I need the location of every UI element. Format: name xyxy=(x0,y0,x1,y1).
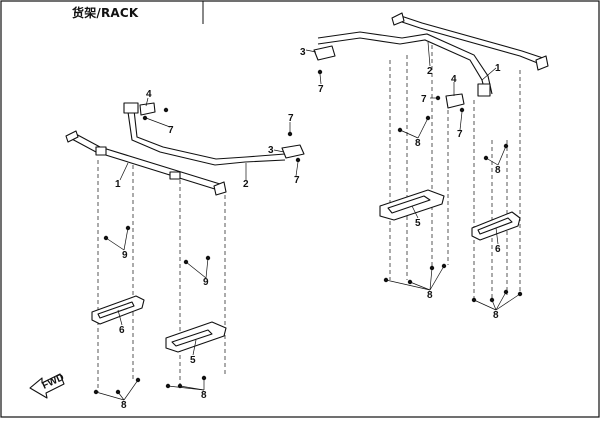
left-nuts-9 xyxy=(103,225,211,265)
fwd-arrow-icon: FWD xyxy=(29,372,66,399)
callout-labels: 1 2 4 7 3 7 7 9 9 6 5 8 8 1 2 3 7 4 7 7 … xyxy=(115,47,501,411)
callout-left-support-6: 6 xyxy=(119,325,125,336)
callout-left-clamp-3: 3 xyxy=(268,145,274,156)
callout-left-rail-1: 1 xyxy=(115,179,121,190)
callout-right-nut-8b: 8 xyxy=(495,165,501,176)
callout-right-rail-2: 2 xyxy=(427,66,433,77)
left-rail-1 xyxy=(65,130,227,196)
right-bracket-4 xyxy=(435,93,465,113)
left-bolts-8 xyxy=(93,375,207,395)
callout-left-clamp-bolt-7: 7 xyxy=(288,113,294,124)
callout-left-bracket-4: 4 xyxy=(146,89,152,100)
callout-right-nut-8a: 8 xyxy=(415,138,421,149)
page-title: 货架/RACK xyxy=(72,6,139,20)
callout-right-bracket-bolt-7: 7 xyxy=(421,94,427,105)
callout-right-bolts-8c: 8 xyxy=(427,290,433,301)
right-support-5 xyxy=(379,189,445,221)
callout-right-support-6: 6 xyxy=(495,244,501,255)
callout-left-nut-9b: 9 xyxy=(203,277,209,288)
callout-left-bolts-8b: 8 xyxy=(201,390,207,401)
right-bolts-8-lower xyxy=(383,263,523,303)
right-support-6 xyxy=(471,211,521,241)
left-bracket-4 xyxy=(139,102,169,121)
left-support-5 xyxy=(165,321,227,353)
callout-left-support-5: 5 xyxy=(190,355,196,366)
callout-left-rail-2: 2 xyxy=(243,179,249,190)
right-rail-2 xyxy=(317,31,493,97)
callout-left-clamp-bolt-7b: 7 xyxy=(294,175,300,186)
leader-lines xyxy=(95,41,521,401)
callout-right-bolts-8d: 8 xyxy=(493,310,499,321)
callout-left-nut-9a: 9 xyxy=(122,250,128,261)
right-rail-1 xyxy=(391,12,549,71)
right-clamp-3 xyxy=(313,45,336,75)
callout-right-clamp-3: 3 xyxy=(300,47,306,58)
callout-right-bracket-4: 4 xyxy=(451,74,457,85)
callout-right-bracket-bolt-7b: 7 xyxy=(457,129,463,140)
callout-right-support-5: 5 xyxy=(415,218,421,229)
left-clamp-3 xyxy=(281,131,305,163)
callout-left-bolts-8a: 8 xyxy=(121,400,127,411)
left-rail-2 xyxy=(123,102,286,166)
callout-left-bolt-7: 7 xyxy=(168,125,174,136)
callout-right-clamp-bolt-7: 7 xyxy=(318,84,324,95)
callout-right-rail-1: 1 xyxy=(495,63,501,74)
